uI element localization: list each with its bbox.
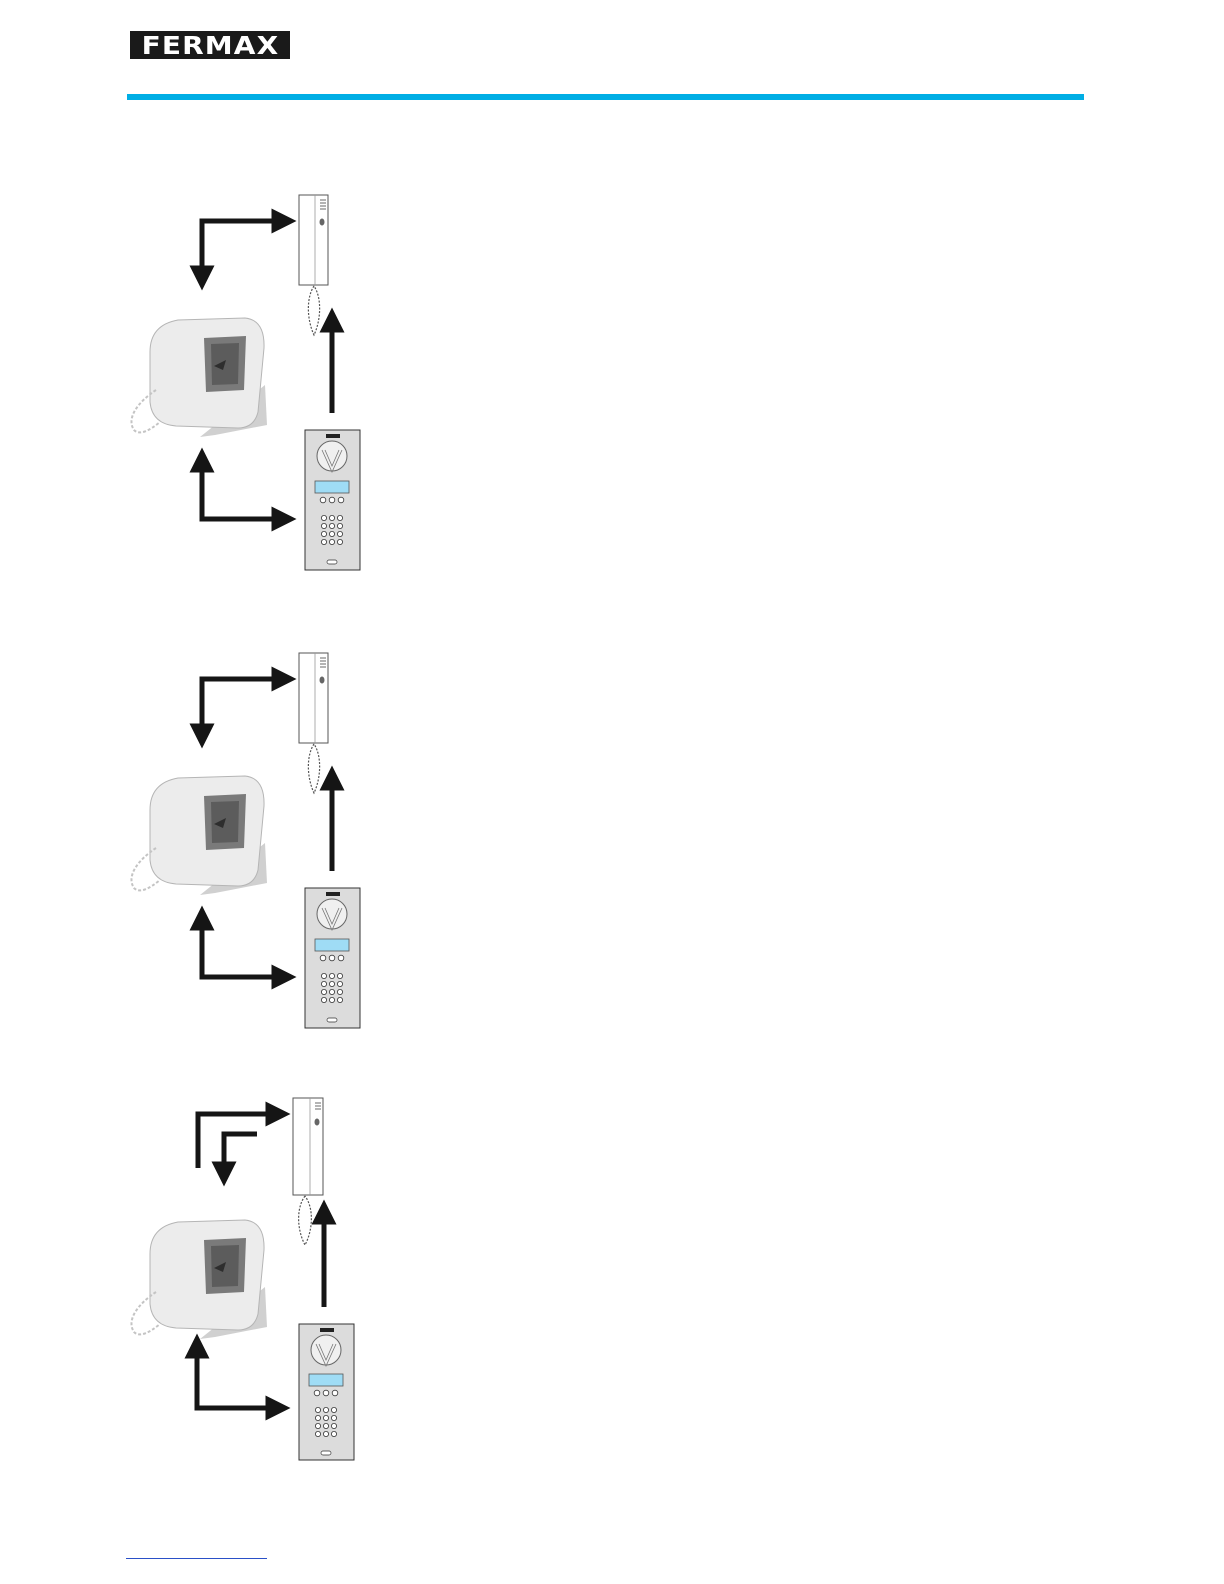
diagram-3-graphic — [120, 1082, 380, 1482]
telephone-icon — [293, 1098, 323, 1245]
connection-diagram-1 — [120, 180, 380, 580]
connection-diagram-3 — [120, 1082, 380, 1482]
monitor-icon — [131, 318, 267, 437]
door-panel-icon — [305, 888, 360, 1028]
telephone-icon — [299, 195, 328, 335]
brand-name: FERMAX — [141, 33, 279, 58]
header-accent-rule — [127, 94, 1084, 100]
footer-link-rule — [126, 1558, 267, 1559]
diagram-2-graphic — [120, 638, 380, 1038]
telephone-icon — [299, 653, 328, 793]
monitor-icon — [131, 776, 267, 895]
door-panel-icon — [299, 1324, 354, 1460]
connection-diagram-2 — [120, 638, 380, 1038]
diagram-1-graphic — [120, 180, 380, 580]
monitor-icon — [131, 1220, 267, 1339]
brand-logo: FERMAX — [130, 31, 290, 59]
door-panel-icon — [305, 430, 360, 570]
